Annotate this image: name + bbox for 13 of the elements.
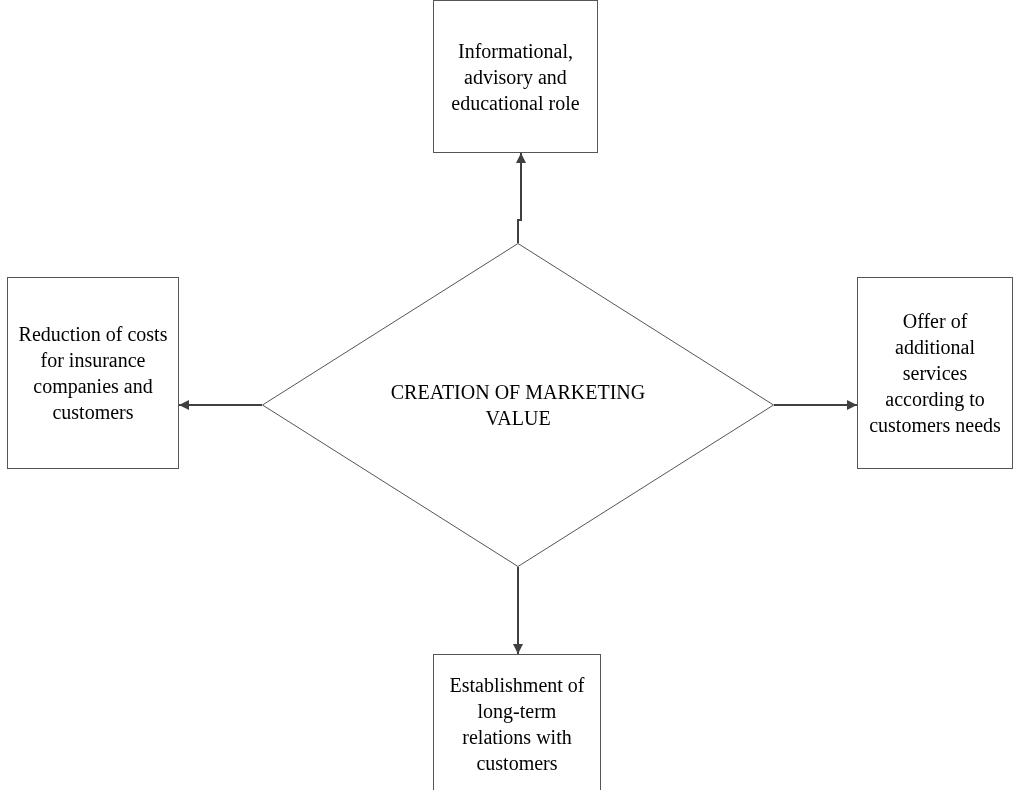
box-label: Offer of additional services according to customers needs <box>868 309 1002 438</box>
arrow <box>516 152 526 244</box>
text-box <box>857 277 1013 469</box>
text-box <box>433 654 601 790</box>
text-box <box>7 277 179 469</box>
text-box <box>433 0 598 153</box>
box-label: Establishment of long-term relations with customers <box>448 673 586 776</box>
box-label: Informational, advisory and educational role <box>450 38 581 116</box>
arrow <box>773 400 858 410</box>
arrow <box>178 400 263 410</box>
diamond-label: CREATION OF MARKETING VALUE <box>389 380 647 431</box>
box-label: Reduction of costs for insurance companies and customers <box>18 322 168 425</box>
arrow <box>513 566 523 655</box>
